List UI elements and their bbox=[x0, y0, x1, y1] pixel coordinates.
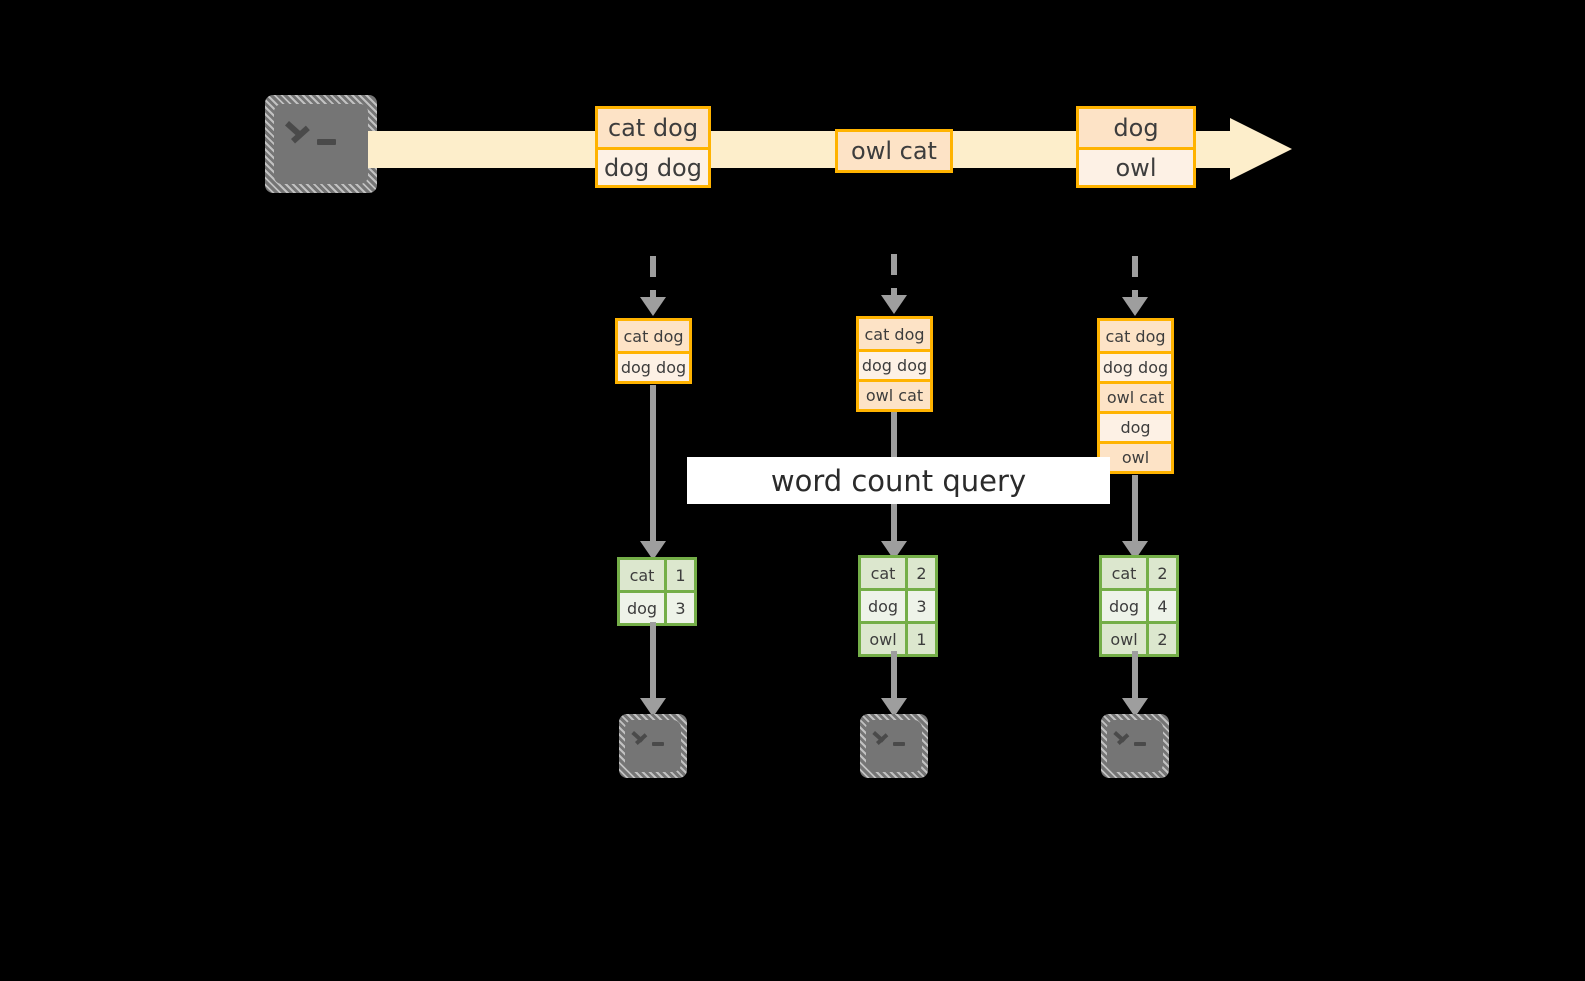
query-label-text: word count query bbox=[770, 463, 1027, 498]
count-cell: 2 bbox=[908, 558, 935, 588]
arrow-shaft bbox=[1132, 651, 1138, 713]
snapshot-tap-arrow-3 bbox=[1122, 256, 1148, 316]
arrow-tip bbox=[1122, 297, 1148, 316]
input-line: cat dog bbox=[618, 321, 689, 351]
snapshot-input-stack-2: cat dog dog dog owl cat bbox=[856, 316, 933, 412]
input-line: dog dog bbox=[859, 349, 930, 379]
arrow-tip bbox=[640, 541, 666, 560]
count-cell: 3 bbox=[908, 591, 935, 621]
snapshot-input-stack-3: cat dog dog dog owl cat dog owl bbox=[1097, 318, 1174, 474]
event-line: dog dog bbox=[598, 147, 708, 185]
sink-arrow-1 bbox=[640, 622, 666, 717]
count-cell: 1 bbox=[667, 560, 694, 590]
table-row: dog 3 bbox=[861, 588, 935, 621]
result-table-1: cat 1 dog 3 bbox=[617, 557, 697, 626]
sink-terminal-icon-2 bbox=[860, 714, 928, 778]
arrow-tip bbox=[881, 295, 907, 314]
word-cell: dog bbox=[620, 593, 667, 623]
terminal-prompt-glyph bbox=[265, 95, 377, 193]
table-row: cat 2 bbox=[861, 558, 935, 588]
arrow-shaft bbox=[650, 385, 656, 555]
table-row: dog 3 bbox=[620, 590, 694, 623]
input-line: cat dog bbox=[1100, 321, 1171, 351]
count-cell: 4 bbox=[1149, 591, 1176, 621]
terminal-screen bbox=[625, 720, 681, 772]
input-line: owl bbox=[1100, 441, 1171, 471]
query-arrow-3 bbox=[1122, 475, 1148, 565]
arrow-shaft bbox=[891, 254, 897, 297]
arrow-tip bbox=[1122, 698, 1148, 717]
terminal-screen bbox=[1107, 720, 1163, 772]
snapshot-input-stack-1: cat dog dog dog bbox=[615, 318, 692, 384]
snapshot-tap-arrow-1 bbox=[640, 256, 666, 316]
table-row: owl 2 bbox=[1102, 621, 1176, 654]
word-cell: owl bbox=[861, 624, 908, 654]
event-line: cat dog bbox=[598, 109, 708, 147]
word-cell: owl bbox=[1102, 624, 1149, 654]
word-cell: dog bbox=[861, 591, 908, 621]
input-line: dog dog bbox=[1100, 351, 1171, 381]
arrow-shaft bbox=[1132, 475, 1138, 555]
cursor-underscore bbox=[1134, 742, 1146, 746]
count-cell: 1 bbox=[908, 624, 935, 654]
stream-arrowhead bbox=[1230, 118, 1292, 180]
query-arrow-1 bbox=[640, 385, 666, 565]
sink-arrow-3 bbox=[1122, 651, 1148, 717]
sink-terminal-icon-3 bbox=[1101, 714, 1169, 778]
table-row: owl 1 bbox=[861, 621, 935, 654]
arrow-tip bbox=[640, 297, 666, 316]
input-line: owl cat bbox=[1100, 381, 1171, 411]
cursor-underscore bbox=[652, 742, 664, 746]
input-line: cat dog bbox=[859, 319, 930, 349]
stream-event-2: owl cat bbox=[835, 129, 953, 173]
stream-event-1: cat dog dog dog bbox=[595, 106, 711, 188]
event-line: owl bbox=[1079, 147, 1193, 185]
snapshot-tap-arrow-2 bbox=[881, 254, 907, 314]
count-cell: 3 bbox=[667, 593, 694, 623]
count-cell: 2 bbox=[1149, 624, 1176, 654]
arrow-shaft bbox=[650, 256, 656, 299]
source-terminal-icon bbox=[265, 95, 377, 193]
count-cell: 2 bbox=[1149, 558, 1176, 588]
arrow-shaft bbox=[1132, 256, 1138, 299]
input-line: dog bbox=[1100, 411, 1171, 441]
arrow-tip bbox=[640, 698, 666, 717]
terminal-prompt-glyph bbox=[1101, 714, 1169, 778]
table-row: cat 2 bbox=[1102, 558, 1176, 588]
result-table-3: cat 2 dog 4 owl 2 bbox=[1099, 555, 1179, 657]
arrow-tip bbox=[881, 698, 907, 717]
terminal-prompt-glyph bbox=[619, 714, 687, 778]
terminal-screen bbox=[866, 720, 922, 772]
input-line: dog dog bbox=[618, 351, 689, 381]
arrow-shaft bbox=[891, 651, 897, 713]
table-row: dog 4 bbox=[1102, 588, 1176, 621]
event-line: dog bbox=[1079, 109, 1193, 147]
stream-event-3: dog owl bbox=[1076, 106, 1196, 188]
arrow-shaft bbox=[650, 622, 656, 712]
cursor-underscore bbox=[317, 139, 336, 145]
word-cell: cat bbox=[620, 560, 667, 590]
query-label-banner: word count query bbox=[687, 457, 1110, 504]
word-cell: cat bbox=[1102, 558, 1149, 588]
sink-terminal-icon-1 bbox=[619, 714, 687, 778]
sink-arrow-2 bbox=[881, 651, 907, 717]
terminal-prompt-glyph bbox=[860, 714, 928, 778]
table-row: cat 1 bbox=[620, 560, 694, 590]
word-cell: cat bbox=[861, 558, 908, 588]
cursor-underscore bbox=[893, 742, 905, 746]
event-line: owl cat bbox=[838, 132, 950, 170]
word-cell: dog bbox=[1102, 591, 1149, 621]
result-table-2: cat 2 dog 3 owl 1 bbox=[858, 555, 938, 657]
input-line: owl cat bbox=[859, 379, 930, 409]
